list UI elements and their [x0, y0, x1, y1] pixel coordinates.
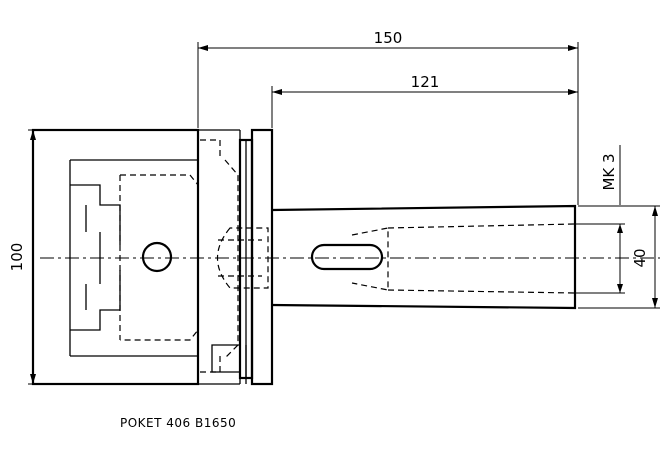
part-number-caption: POKET 406 B1650 — [120, 416, 236, 430]
flange — [211, 128, 274, 386]
dim-label-100: 100 — [8, 243, 26, 272]
hidden-nose — [217, 227, 269, 289]
tool-body — [31, 128, 241, 386]
taper-label-text: MK 3 — [600, 153, 618, 190]
hidden-lines-body — [119, 139, 239, 373]
shank — [271, 204, 577, 310]
dim-label-121: 121 — [411, 73, 440, 91]
dim-label-40: 40 — [631, 248, 649, 267]
dim-taper-diameter: 40 — [575, 205, 660, 309]
cross-hole — [141, 241, 173, 273]
hidden-lines-shank — [351, 223, 576, 294]
dim-shank-length: 121 — [271, 73, 578, 128]
taper-label: MK 3 — [600, 145, 621, 205]
dim-diameter: 100 — [8, 129, 40, 385]
dim-overall-length: 150 — [197, 29, 579, 205]
dim-label-150: 150 — [374, 29, 403, 47]
